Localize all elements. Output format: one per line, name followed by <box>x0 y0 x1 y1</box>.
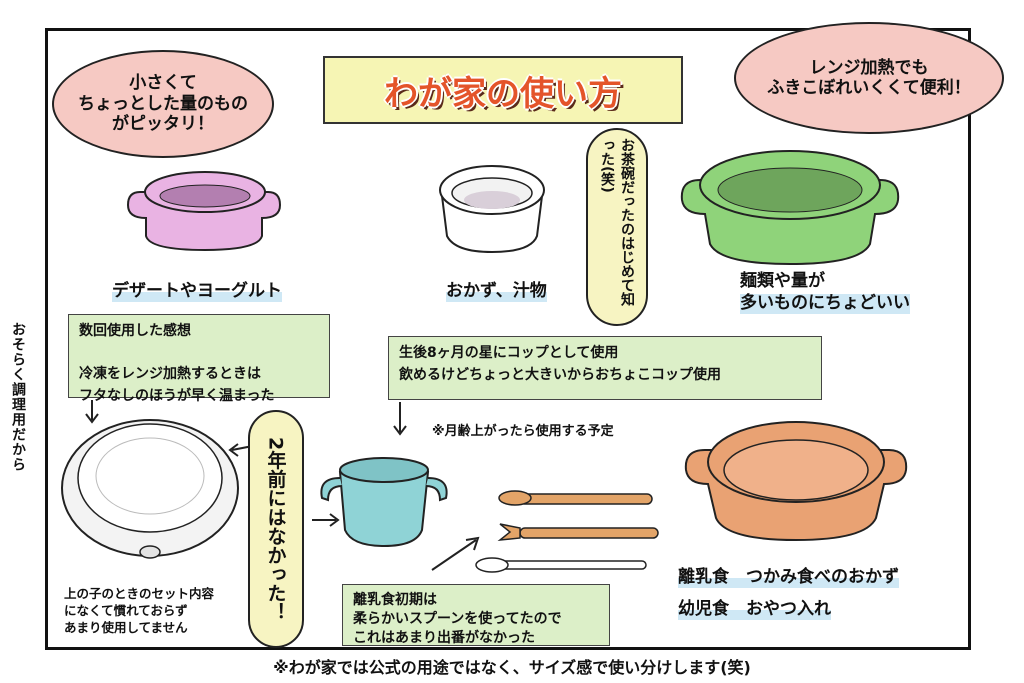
label-noodles: 麺類や量が 多いものにちょどいい <box>740 270 910 315</box>
orange-bowl-illustration <box>684 421 908 542</box>
side-text: おそらく調理用だから <box>10 322 26 472</box>
note-cup: 生後8ヶ月の星にコップとして使用 飲めるけどちょっと大きいからおちょこコップ使用 <box>388 336 822 400</box>
note-set-content: 上の子のときのセット内容 になくて慣れておらず あまり使用してません <box>64 586 215 635</box>
spoons-illustration <box>475 490 659 573</box>
bubble-two-years: 2年前にはなかった！ <box>248 410 304 648</box>
illustration-frame <box>45 28 971 650</box>
label-dessert: デザートやヨーグルト <box>112 280 282 303</box>
bubble-microwave: レンジ加熱でも ふきこぼれいくくて便利！ <box>734 22 1004 134</box>
label-side-dish: おかず、汁物 <box>446 280 547 303</box>
note-impression: 数回使用した感想 冷凍をレンジ加熱するときは フタなしのほうが早く温まった <box>68 314 330 404</box>
white-lid-illustration <box>61 419 239 559</box>
label-toddler: 幼児食 おやつ入れ <box>678 598 831 621</box>
teal-cup-illustration <box>320 457 448 548</box>
label-babyfood: 離乳食 つかみ食べのおかず <box>678 566 899 589</box>
arrows <box>85 400 480 571</box>
bubble-tea-bowl: お茶碗だったのはじめて知った(笑) <box>586 128 648 326</box>
page-title: わが家の使い方 <box>323 56 683 124</box>
pink-bowl-illustration <box>126 171 282 252</box>
white-bowl-illustration <box>439 165 545 254</box>
bubble-small-amount: 小さくて ちょっとした量のもの がピッタリ！ <box>52 50 274 158</box>
green-bowl-illustration <box>680 150 900 266</box>
note-spoon: 離乳食初期は 柔らかいスプーンを使ってたので これはあまり出番がなかった <box>342 584 610 646</box>
footer-note: ※わが家では公式の用途ではなく、サイズ感で使い分けします(笑) <box>273 658 751 677</box>
label-monthly: ※月齢上がったら使用する予定 <box>432 424 614 439</box>
